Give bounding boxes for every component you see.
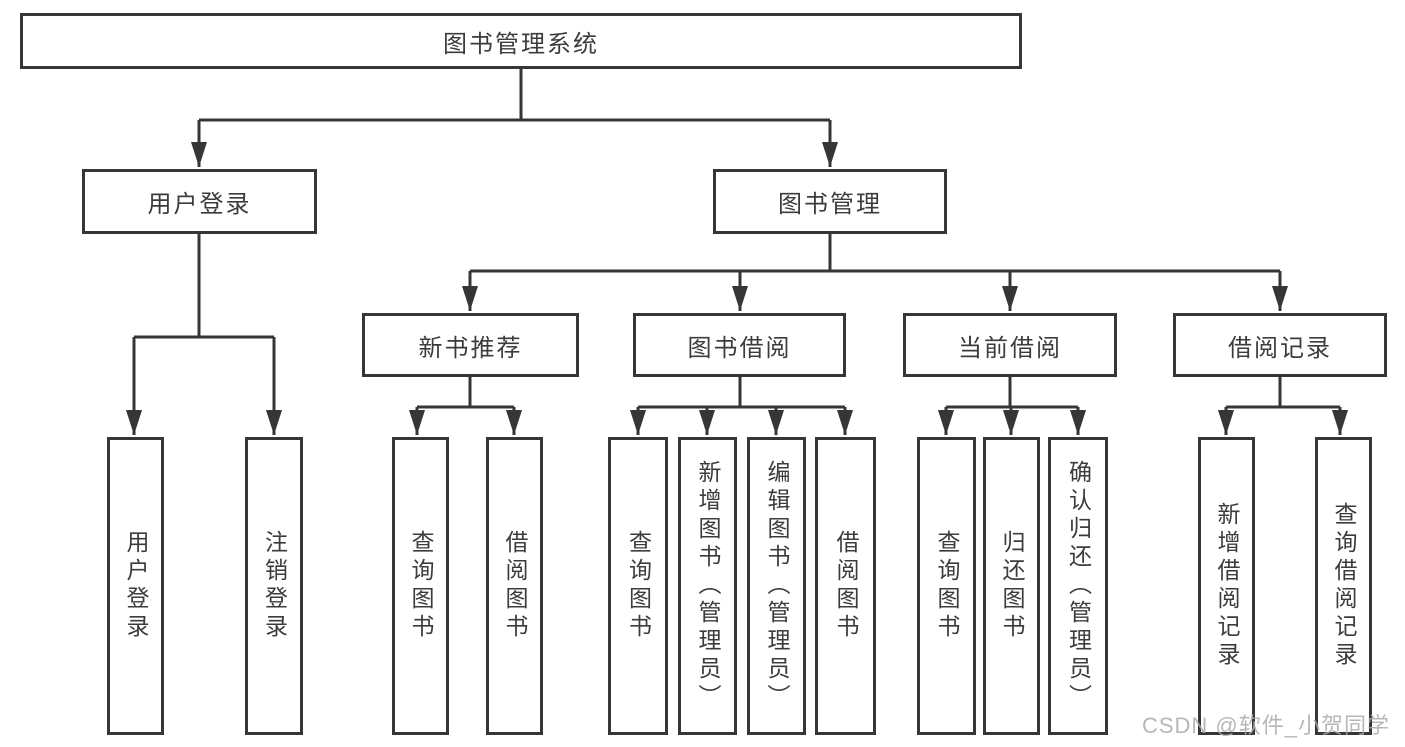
leaf-borrow-books-recommend: 借阅图书 [486, 437, 543, 735]
node-book-management: 图书管理 [713, 169, 947, 234]
wire-new-book-recommendation [417, 377, 514, 409]
wire-borrowing-records [1226, 377, 1340, 409]
wire-book-management [470, 234, 1280, 273]
wire-user-login [134, 234, 274, 339]
wire-current-borrowing [946, 377, 1078, 409]
leaf-edit-books-admin: 编辑图书（管理员） [747, 437, 806, 735]
watermark-csdn: CSDN @软件_小贺同学 [1141, 713, 1390, 738]
leaf-query-books-current: 查询图书 [917, 437, 976, 735]
node-new-book-recommendation: 新书推荐 [362, 313, 579, 377]
leaf-user-login: 用户登录 [107, 437, 164, 735]
leaf-add-books-admin: 新增图书（管理员） [678, 437, 737, 735]
leaf-borrow-books: 借阅图书 [815, 437, 876, 735]
leaf-confirm-return-admin: 确认归还（管理员） [1048, 437, 1108, 735]
wire-book-borrowing [638, 377, 845, 409]
node-user-login: 用户登录 [82, 169, 317, 234]
leaf-query-books-recommend: 查询图书 [392, 437, 449, 735]
leaf-query-books-borrowing: 查询图书 [608, 437, 668, 735]
node-library-management-system: 图书管理系统 [20, 13, 1022, 69]
node-current-borrowing: 当前借阅 [903, 313, 1117, 377]
leaf-logout: 注销登录 [245, 437, 303, 735]
node-book-borrowing: 图书借阅 [633, 313, 846, 377]
leaf-add-borrow-record: 新增借阅记录 [1198, 437, 1255, 735]
leaf-query-borrow-record: 查询借阅记录 [1315, 437, 1372, 735]
wire-root [199, 68, 830, 122]
leaf-return-books: 归还图书 [983, 437, 1040, 735]
node-borrowing-records: 借阅记录 [1173, 313, 1387, 377]
